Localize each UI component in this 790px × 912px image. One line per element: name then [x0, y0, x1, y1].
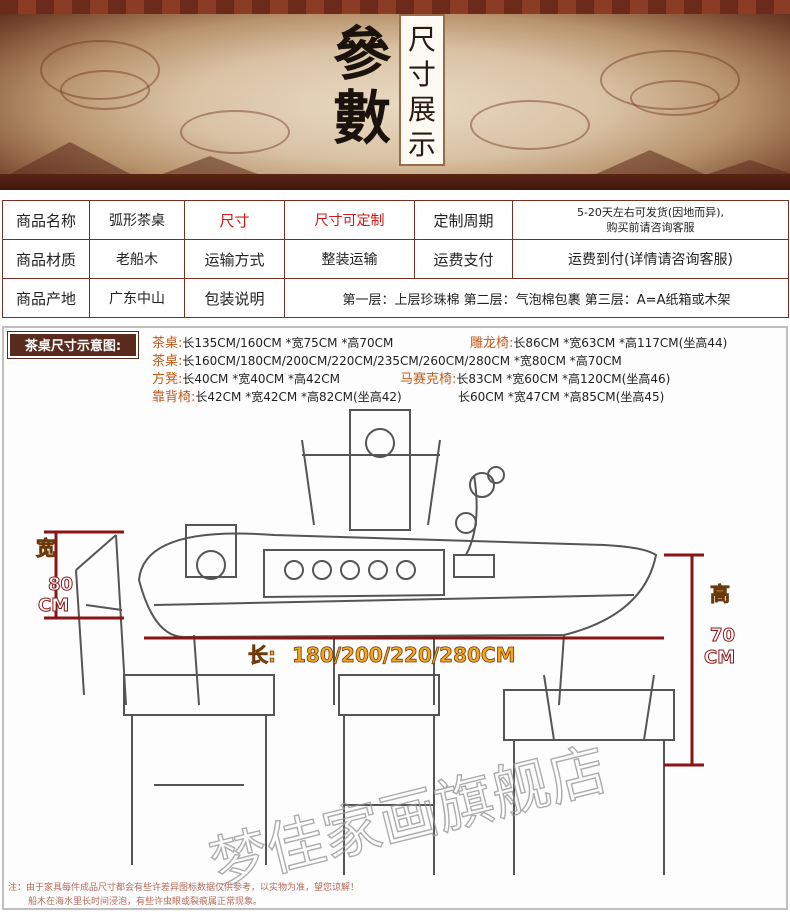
- package-value: 第一层：上层珍珠棉 第二层：气泡棉包裹 第三层：A=A纸箱或木架: [284, 278, 789, 318]
- dimension-key: 茶桌:: [152, 354, 183, 369]
- length-value: 180/200/220/280CM: [292, 643, 516, 667]
- cloud-ornament: [60, 70, 150, 110]
- chair-medallion-sketch: [365, 428, 395, 458]
- store-watermark: 梦佳家画旗舰店: [203, 735, 613, 885]
- banner-subtitle-line: 尺寸: [407, 23, 436, 91]
- header-banner: 參 數 尺寸 展示: [0, 0, 790, 190]
- custom-period-line: 购买前请咨询客服: [606, 221, 695, 234]
- tea-table-sketch: 宽 80 CM 长: 180/200/220/280CM 高 70 CM 梦佳家…: [36, 409, 736, 885]
- banner-title-line: 參: [332, 20, 391, 88]
- dimension-list: 茶桌:长135CM/160CM *宽75CM *高70CM 雕龙椅:长86CM …: [152, 334, 782, 406]
- stool-sketch: [123, 674, 275, 716]
- banner-subtitle-line: 展示: [407, 93, 436, 161]
- table-row: 商品产地 广东中山 包装说明 第一层：上层珍珠棉 第二层：气泡棉包裹 第三层：A…: [2, 278, 789, 318]
- length-label: 长:: [248, 643, 276, 667]
- table-row: 商品名称 弧形茶桌 尺寸 尺寸可定制 定制周期 5-20天左右可发货(因地而异)…: [2, 200, 789, 240]
- cloud-ornament: [180, 110, 290, 154]
- tea-tray-sketch: [263, 549, 445, 599]
- banner-title: 參 數: [326, 22, 398, 150]
- boat-table-sketch: [137, 532, 658, 639]
- stool-sketch: [338, 674, 440, 716]
- dimension-text: 长160CM/180CM/200CM/220CM/235CM/260CM/280…: [182, 354, 622, 368]
- left-chair-sketch: [75, 534, 127, 706]
- material-value: 老船木: [89, 239, 185, 279]
- dimension-badge: 茶桌尺寸示意图:: [7, 331, 139, 359]
- banner-title-line: 數: [332, 84, 391, 152]
- dimension-text: 长83CM *宽60CM *高120CM(坐高46): [456, 372, 671, 386]
- shipping-fee-label: 运费支付: [414, 239, 513, 279]
- height-length-dimension-line: [144, 553, 704, 767]
- size-label: 尺寸: [184, 200, 285, 240]
- kettle-sketch: [185, 524, 237, 578]
- width-dimension-line: [44, 530, 124, 620]
- width-unit: CM: [38, 595, 69, 616]
- dimension-key: 茶桌:: [152, 336, 183, 351]
- disclaimer-note: 船木在海水里长时间浸泡，有些许虫眼或裂痕属正常现象。: [28, 897, 263, 907]
- cloud-ornament: [470, 100, 590, 150]
- armrest-sketch: [301, 439, 441, 526]
- dimension-line: 茶桌:长135CM/160CM *宽75CM *高70CM 雕龙椅:长86CM …: [152, 334, 782, 352]
- dimension-lines: [44, 530, 704, 767]
- size-value: 尺寸可定制: [284, 200, 415, 240]
- table-row: 商品材质 老船木 运输方式 整装运输 运费支付 运费到付(详情请咨询客服): [2, 239, 789, 279]
- dimension-line: 方凳:长40CM *宽40CM *高42CM 马赛克椅:长83CM *宽60CM…: [152, 370, 782, 388]
- dimension-key: 马赛克椅:: [400, 372, 457, 387]
- material-label: 商品材质: [2, 239, 90, 279]
- origin-value: 广东中山: [89, 278, 185, 318]
- cloud-ornament: [630, 80, 720, 116]
- custom-period-label: 定制周期: [414, 200, 513, 240]
- stool-sketch: [503, 689, 675, 741]
- banner-bottom-band: [0, 174, 790, 190]
- dimension-text: 长60CM *宽47CM *高85CM(坐高45): [458, 390, 665, 404]
- custom-period-line: 5-20天左右可发货(因地而异),: [576, 206, 725, 219]
- dimension-text: 长86CM *宽63CM *高117CM(坐高44): [513, 336, 728, 350]
- dimension-right: 马赛克椅:长83CM *宽60CM *高120CM(坐高46): [400, 370, 670, 389]
- shipping-value: 整装运输: [284, 239, 415, 279]
- back-chair-sketch: [349, 409, 411, 531]
- height-unit: CM: [704, 647, 735, 668]
- banner-pattern-strip: [0, 0, 790, 14]
- dimension-text: 长42CM *宽42CM *高82CM(坐高42): [195, 390, 402, 404]
- product-name-label: 商品名称: [2, 200, 90, 240]
- width-value: 80: [48, 574, 73, 595]
- sketch-lines: [75, 409, 675, 875]
- origin-label: 商品产地: [2, 278, 90, 318]
- package-label: 包装说明: [184, 278, 285, 318]
- dimension-key: 靠背椅:: [152, 390, 196, 405]
- shipping-fee-value: 运费到付(详情请咨询客服): [512, 239, 789, 279]
- disclaimer-note: 注：由于家具每件成品尺寸都会有些许差异图标数据仅供参考，以实物为准，望您谅解！: [8, 883, 360, 893]
- dimension-right: 长60CM *宽47CM *高85CM(坐高45): [458, 388, 664, 406]
- width-label: 宽: [36, 536, 56, 560]
- dimension-labels: 宽 80 CM 长: 180/200/220/280CM 高 70 CM: [36, 536, 736, 669]
- dimension-key: 方凳:: [152, 372, 183, 387]
- height-label: 高: [710, 582, 730, 606]
- shipping-label: 运输方式: [184, 239, 285, 279]
- product-name-value: 弧形茶桌: [89, 200, 185, 240]
- custom-period-value: 5-20天左右可发货(因地而异), 购买前请咨询客服: [512, 200, 789, 240]
- dimension-text: 长40CM *宽40CM *高42CM: [182, 372, 341, 386]
- dimension-text: 长135CM/160CM *宽75CM *高70CM: [182, 336, 394, 350]
- dimension-line: 靠背椅:长42CM *宽42CM *高82CM(坐高42) 长60CM *宽47…: [152, 388, 782, 406]
- height-value: 70: [710, 625, 735, 646]
- spec-table: 商品名称 弧形茶桌 尺寸 尺寸可定制 定制周期 5-20天左右可发货(因地而异)…: [2, 200, 789, 318]
- dimension-right: 雕龙椅:长86CM *宽63CM *高117CM(坐高44): [470, 334, 727, 353]
- dimension-key: 雕龙椅:: [470, 336, 514, 351]
- banner-subtitle: 尺寸 展示: [399, 14, 445, 166]
- dimension-line: 茶桌:长160CM/180CM/200CM/220CM/235CM/260CM/…: [152, 352, 782, 370]
